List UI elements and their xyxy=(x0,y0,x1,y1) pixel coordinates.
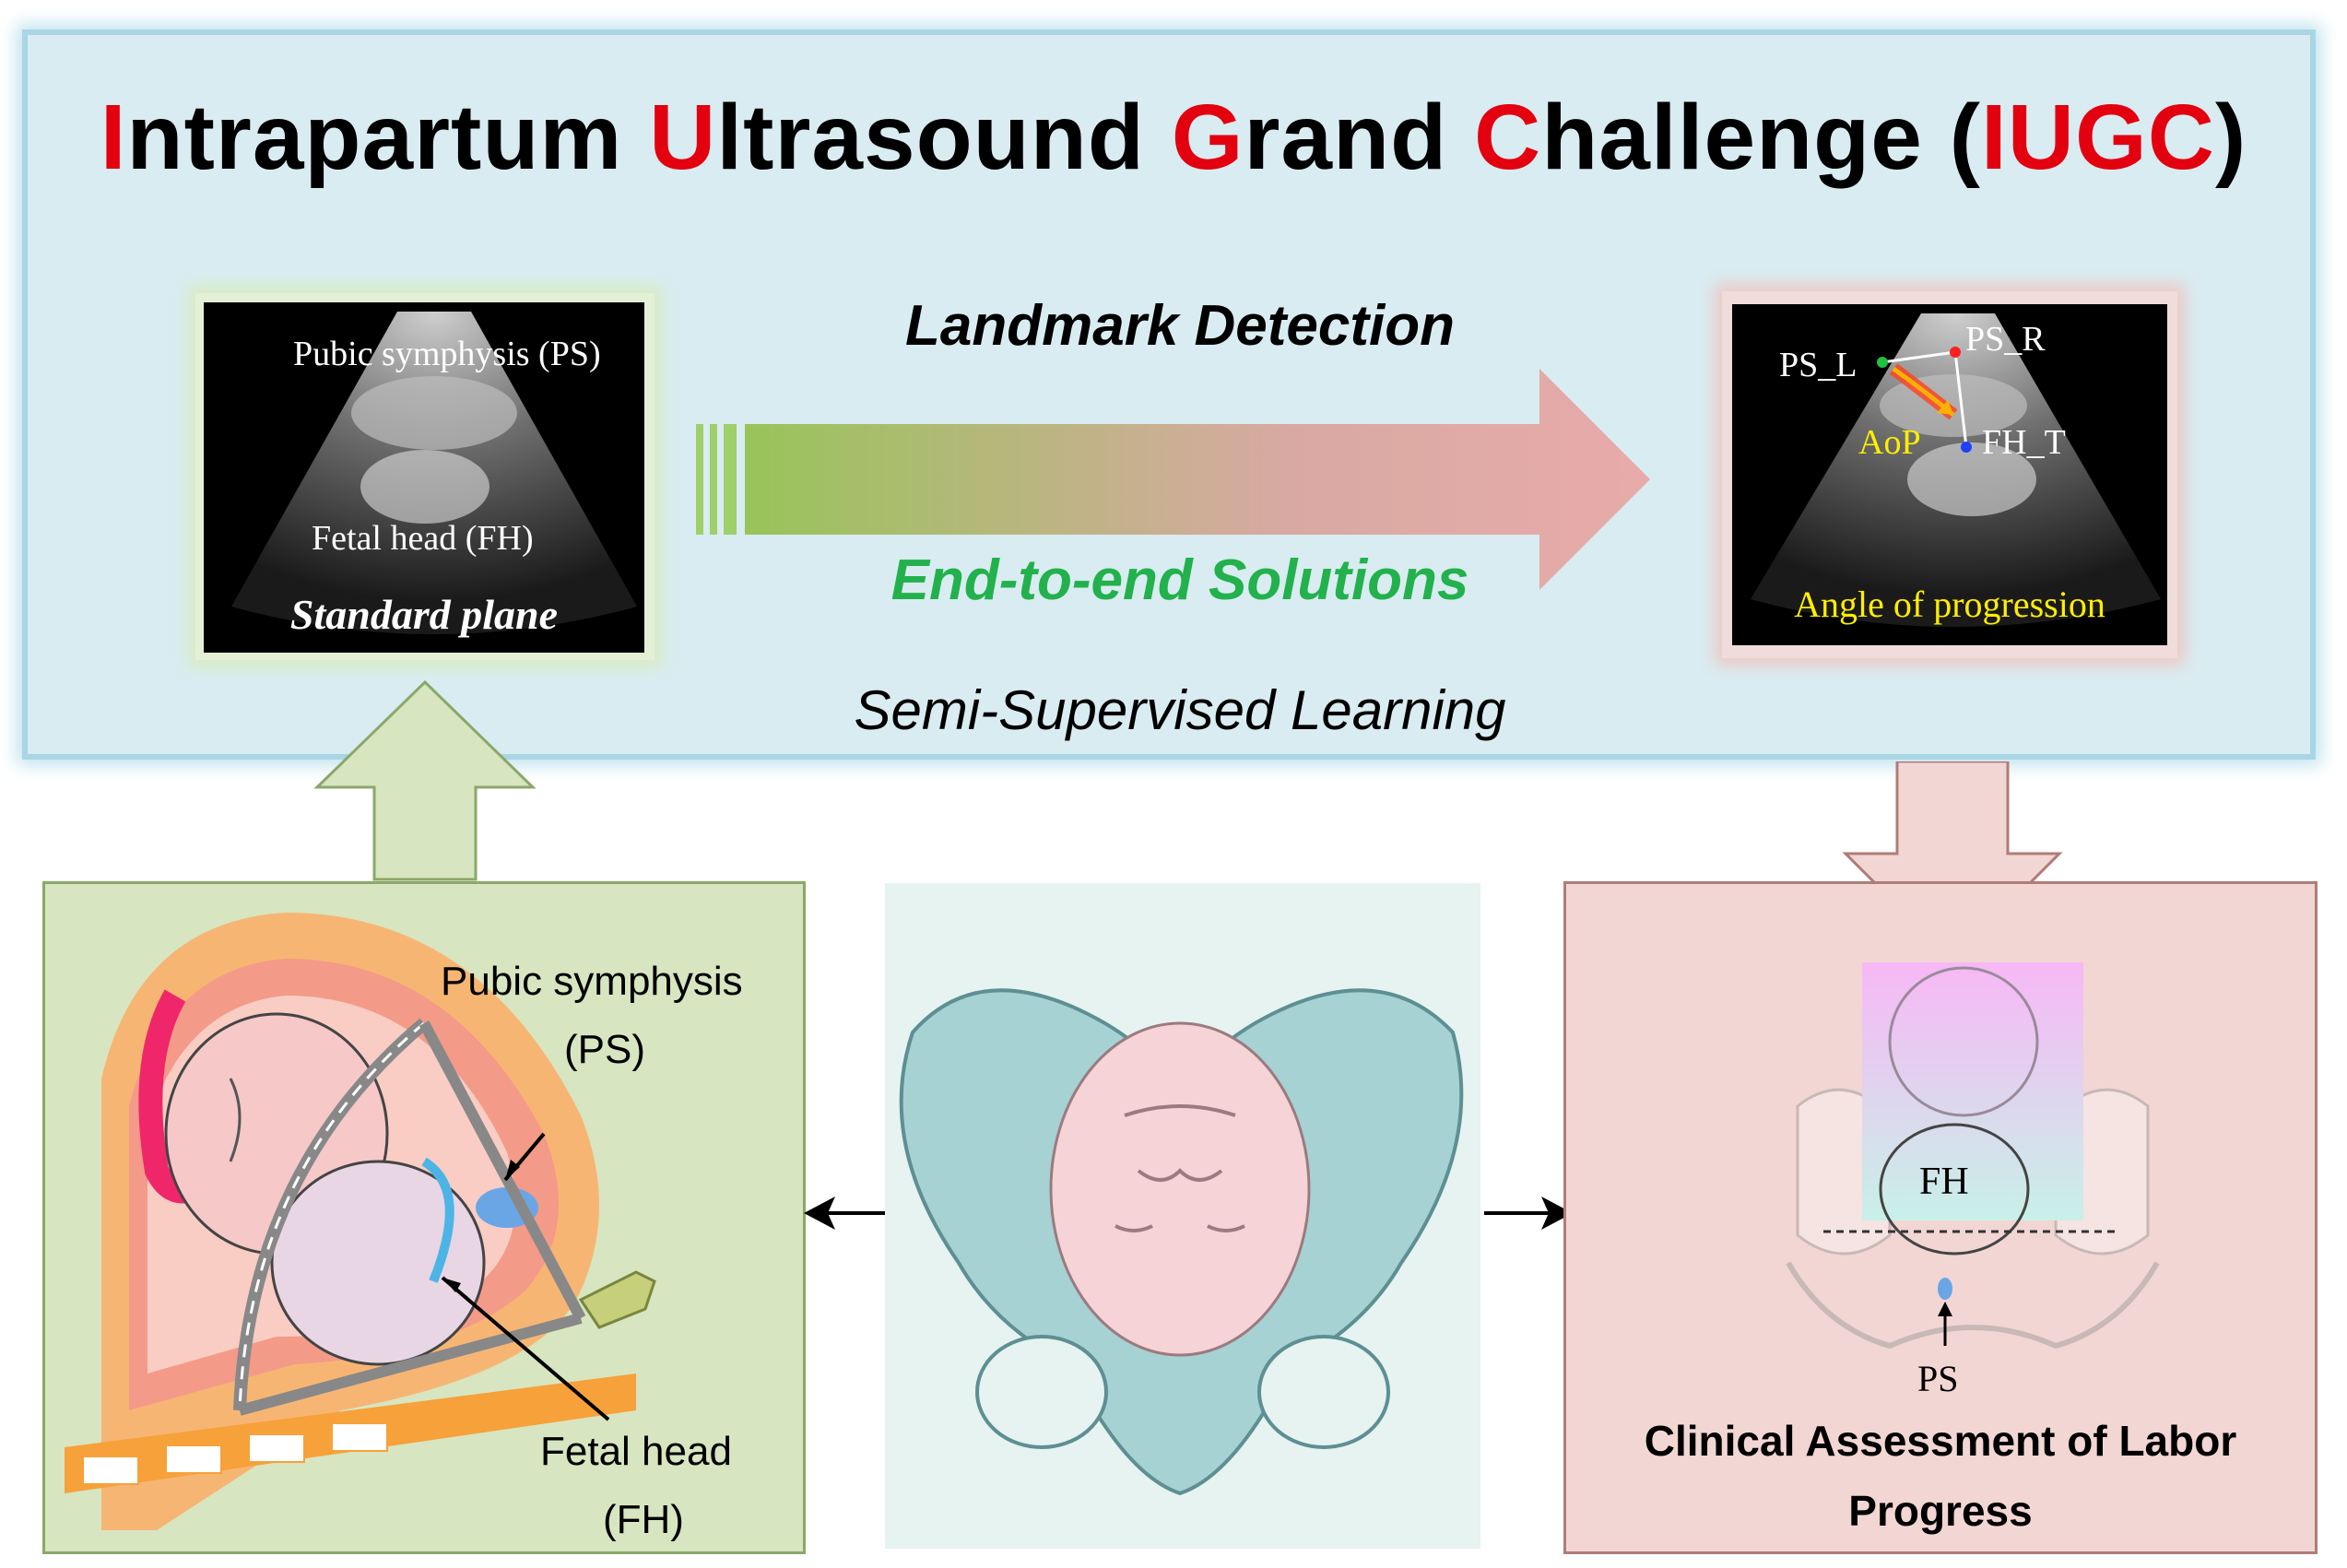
right-us-ps-r: PS_R xyxy=(1965,320,2046,359)
right-panel-caption-line2: Progress xyxy=(1848,1487,2033,1535)
right-panel-ps-label: PS xyxy=(1917,1358,1959,1399)
left-arrow xyxy=(804,1197,892,1230)
pregnancy-illustration xyxy=(65,913,656,1530)
title-part: ) xyxy=(2214,86,2247,189)
title-part: hallenge ( xyxy=(1541,86,1981,189)
right-arrow xyxy=(1484,1197,1573,1230)
left-panel-fh-line1: Fetal head xyxy=(540,1429,732,1474)
right-ultrasound-image xyxy=(1732,304,2167,645)
title-part: C xyxy=(1474,86,1542,189)
progress-arrow xyxy=(696,369,1650,590)
right-us-aop: AoP xyxy=(1858,423,1921,462)
title-part: I xyxy=(100,86,127,189)
right-panel-caption-line1: Clinical Assessment of Labor xyxy=(1644,1417,2237,1465)
left-panel-ps-line1: Pubic symphysis xyxy=(441,959,743,1004)
left-us-fh-label: Fetal head (FH) xyxy=(312,519,534,558)
right-us-ps-l: PS_L xyxy=(1779,346,1858,384)
left-panel-ps-line2: (PS) xyxy=(564,1027,645,1072)
title-part: ltrasound xyxy=(716,86,1172,189)
ultrasound-fan-annotated xyxy=(1751,313,2161,627)
left-us-ps-label: Pubic symphysis (PS) xyxy=(293,335,601,373)
left-panel-fh-line2: (FH) xyxy=(603,1497,684,1542)
right-panel-fh-label: FH xyxy=(1919,1161,1969,1203)
left-us-caption: Standard plane xyxy=(289,591,559,638)
pelvis-illustration xyxy=(899,988,1464,1496)
title-part: G xyxy=(1171,86,1244,189)
end-to-end-label: End-to-end Solutions xyxy=(890,548,1469,612)
labor-assessment-illustration xyxy=(1786,962,2160,1350)
title-part: U xyxy=(649,86,717,189)
title-part: rand xyxy=(1244,86,1474,189)
page-title: Intrapartum Ultrasound Grand Challenge (… xyxy=(0,85,2347,191)
semi-supervised-label: Semi-Supervised Learning xyxy=(854,679,1506,741)
right-us-fh-t: FH_T xyxy=(1982,423,2066,462)
title-part: ntrapartum xyxy=(126,86,650,189)
ultrasound-fan xyxy=(231,312,637,634)
left-ultrasound-image xyxy=(204,302,644,653)
up-arrow xyxy=(313,679,537,881)
title-part: IUGC xyxy=(1980,86,2215,189)
landmark-detection-label: Landmark Detection xyxy=(904,294,1456,358)
right-us-caption: Angle of progression xyxy=(1794,584,2105,625)
